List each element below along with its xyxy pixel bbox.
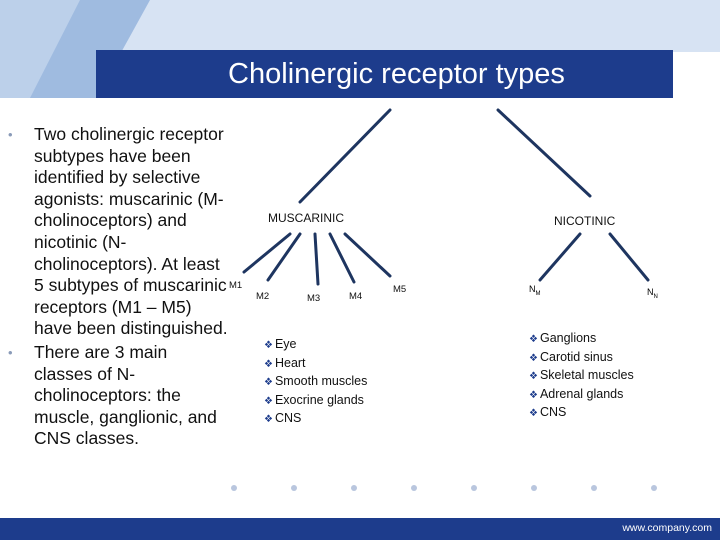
decorative-dot <box>231 485 237 491</box>
receptor-tree-lines <box>231 108 657 491</box>
subtype-m4: M4 <box>349 291 363 302</box>
list-item: ❖CNS <box>529 404 634 423</box>
diamond-icon: ❖ <box>264 414 273 426</box>
branch-nm <box>538 232 582 282</box>
branch-m5 <box>343 232 392 278</box>
branch-m2 <box>266 232 302 282</box>
list-item-text: Smooth muscles <box>274 374 368 389</box>
footer-url: www.company.com <box>622 522 712 534</box>
diamond-icon: ❖ <box>529 389 538 401</box>
muscarinic-locations-list: ❖Eye ❖Heart ❖Smooth muscles ❖Exocrine gl… <box>264 336 367 429</box>
subtype-m5: M5 <box>393 284 407 295</box>
bullet-list: • Two cholinergic receptor subtypes have… <box>8 124 230 452</box>
list-item: ❖CNS <box>264 410 367 429</box>
list-item-text: Eye <box>274 337 297 351</box>
nicotinic-locations-list: ❖Ganglions ❖Carotid sinus ❖Skeletal musc… <box>529 330 634 423</box>
diamond-icon: ❖ <box>529 334 538 345</box>
list-item-text: Heart <box>274 355 306 370</box>
decorative-dot <box>471 485 477 491</box>
bullet-item: • There are 3 main classes of N-cholinoc… <box>8 342 230 450</box>
nicotinic-label: NICOTINIC <box>554 214 616 228</box>
bullet-marker: • <box>8 344 13 360</box>
bullet-text: Two cholinergic receptor subtypes have b… <box>34 124 228 339</box>
bullet-text: There are 3 main classes of N-cholinocep… <box>34 341 217 449</box>
subtype-nn: NN <box>647 287 658 300</box>
subtype-nn-sub: N <box>653 293 658 300</box>
slide-title: Cholinergic receptor types <box>228 57 565 90</box>
subtype-nm-sub: M <box>535 290 541 297</box>
list-item: ❖Carotid sinus <box>529 349 634 368</box>
diamond-icon: ❖ <box>529 408 538 420</box>
diamond-icon: ❖ <box>529 352 538 364</box>
decorative-dot <box>591 485 597 491</box>
list-item: ❖Smooth muscles <box>264 373 367 392</box>
decorative-dot <box>291 485 297 491</box>
list-item-text: Carotid sinus <box>539 349 613 364</box>
list-item-text: Exocrine glands <box>274 392 364 407</box>
list-item-text: CNS <box>274 411 302 426</box>
bullet-item: • Two cholinergic receptor subtypes have… <box>8 124 230 340</box>
title-bar: Cholinergic receptor types <box>96 50 673 98</box>
subtype-m3: M3 <box>307 293 321 304</box>
list-item: ❖Ganglions <box>529 330 634 349</box>
decorative-dot <box>531 485 537 491</box>
list-item: ❖Exocrine glands <box>264 392 367 411</box>
branch-m1 <box>242 232 292 274</box>
subtype-nn-main: N <box>647 287 654 297</box>
diamond-icon: ❖ <box>264 358 273 370</box>
subtype-m1: M1 <box>229 280 243 291</box>
decorative-dot <box>411 485 417 491</box>
diamond-icon: ❖ <box>264 340 273 351</box>
diamond-icon: ❖ <box>529 371 538 383</box>
corner-decoration <box>0 0 720 99</box>
list-item-text: CNS <box>539 405 567 420</box>
list-item-text: Ganglions <box>539 331 597 345</box>
list-item: ❖Heart <box>264 355 367 374</box>
bullet-marker: • <box>8 127 13 142</box>
list-item-text: Adrenal glands <box>539 386 624 401</box>
muscarinic-label: MUSCARINIC <box>268 211 345 225</box>
branch-to-muscarinic <box>298 108 392 204</box>
corner-light-shape <box>0 0 80 98</box>
subtype-nm-main: N <box>529 284 536 294</box>
decorative-dot <box>651 485 657 491</box>
list-item: ❖Eye <box>264 336 367 355</box>
diamond-icon: ❖ <box>264 377 273 389</box>
footer-bar <box>0 518 720 540</box>
list-item: ❖Skeletal muscles <box>529 367 634 386</box>
decorative-dot <box>351 485 357 491</box>
branch-to-nicotinic <box>496 108 592 198</box>
branch-m4 <box>328 232 356 284</box>
list-item: ❖Adrenal glands <box>529 386 634 405</box>
list-item-text: Skeletal muscles <box>539 368 634 383</box>
subtype-m2: M2 <box>256 291 270 302</box>
branch-m3 <box>313 232 320 286</box>
subtype-nm: NM <box>529 284 541 297</box>
diamond-icon: ❖ <box>264 395 273 407</box>
branch-nn <box>608 232 650 282</box>
